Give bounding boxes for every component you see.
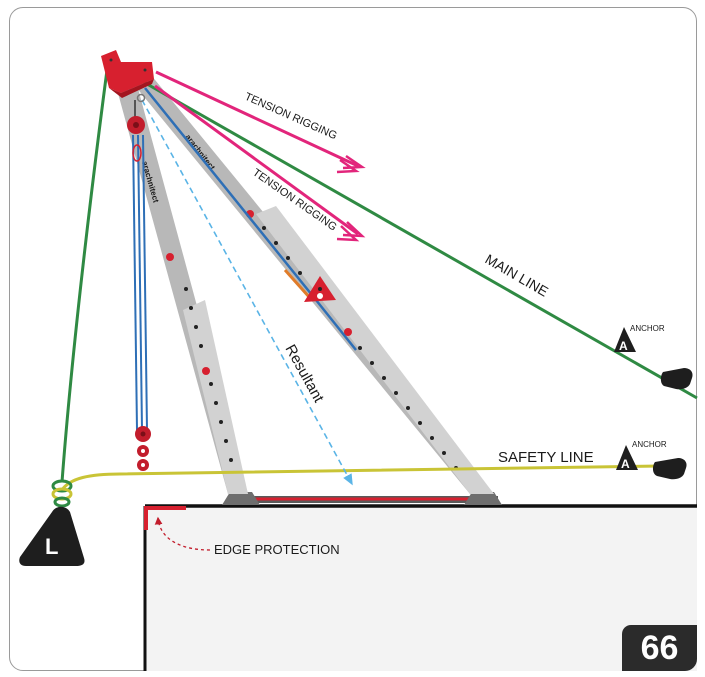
leg-pins [166, 210, 352, 375]
hand-icon-main-line [660, 368, 693, 390]
rope-sleeve [283, 269, 312, 299]
safety-line [60, 464, 661, 491]
edge-protection-label: EDGE PROTECTION [214, 542, 340, 557]
resultant-label: Resultant [282, 342, 328, 406]
anchor-top-letter: A [619, 339, 628, 353]
building [143, 504, 697, 671]
pulley-system [127, 93, 151, 471]
anchor-bottom-letter: A [621, 457, 630, 471]
hand-icon-safety-line [652, 458, 687, 480]
knot [51, 479, 73, 508]
edge-protection [144, 506, 186, 530]
main-line-label: MAIN LINE [483, 251, 552, 300]
edge-protection-pointer [154, 516, 211, 551]
anchor-top-label: ANCHOR [630, 324, 665, 333]
safety-line-label: SAFETY LINE [498, 449, 594, 466]
load-marker-letter: L [45, 534, 58, 559]
tension-arrow-bottom [154, 84, 366, 242]
guy-line [60, 69, 109, 483]
anchor-bottom-label: ANCHOR [632, 440, 667, 449]
main-line [139, 78, 698, 400]
leg-left [113, 70, 248, 494]
resultant-arrow [141, 99, 353, 486]
page-number-badge: 66 [622, 625, 697, 671]
leg-right [122, 64, 494, 494]
triangle-plate [304, 276, 336, 302]
anchor-top: A ANCHOR [614, 324, 665, 353]
leg-feet [222, 492, 502, 505]
gin-head [101, 50, 154, 98]
load-marker: L [19, 506, 85, 566]
anchor-bottom: A ANCHOR [616, 440, 667, 471]
tension-arrow-top [155, 70, 366, 174]
